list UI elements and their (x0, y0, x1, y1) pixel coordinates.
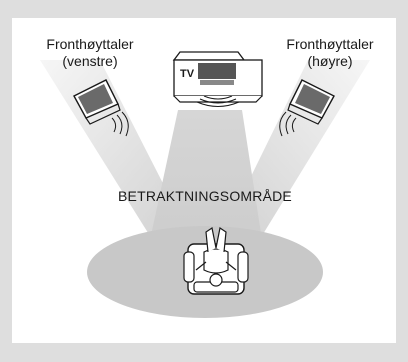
viewing-area-label: BETRAKTNINGSOMRÅDE (118, 188, 292, 204)
front-left-speaker-label: Fronthøyttaler (venstre) (30, 36, 150, 70)
front-right-label-line2: (høyre) (307, 53, 353, 69)
front-right-label-line1: Fronthøyttaler (286, 36, 374, 52)
left-speaker-icon (73, 79, 129, 137)
front-left-label-line1: Fronthøyttaler (46, 36, 134, 52)
tv-icon: TV (172, 51, 263, 107)
right-speaker-icon (279, 79, 335, 137)
listener-on-chair-icon (183, 227, 249, 295)
tv-label: TV (180, 68, 195, 80)
front-left-label-line2: (venstre) (62, 53, 118, 69)
front-right-speaker-label: Fronthøyttaler (høyre) (270, 36, 390, 70)
tv-beam (150, 110, 262, 240)
